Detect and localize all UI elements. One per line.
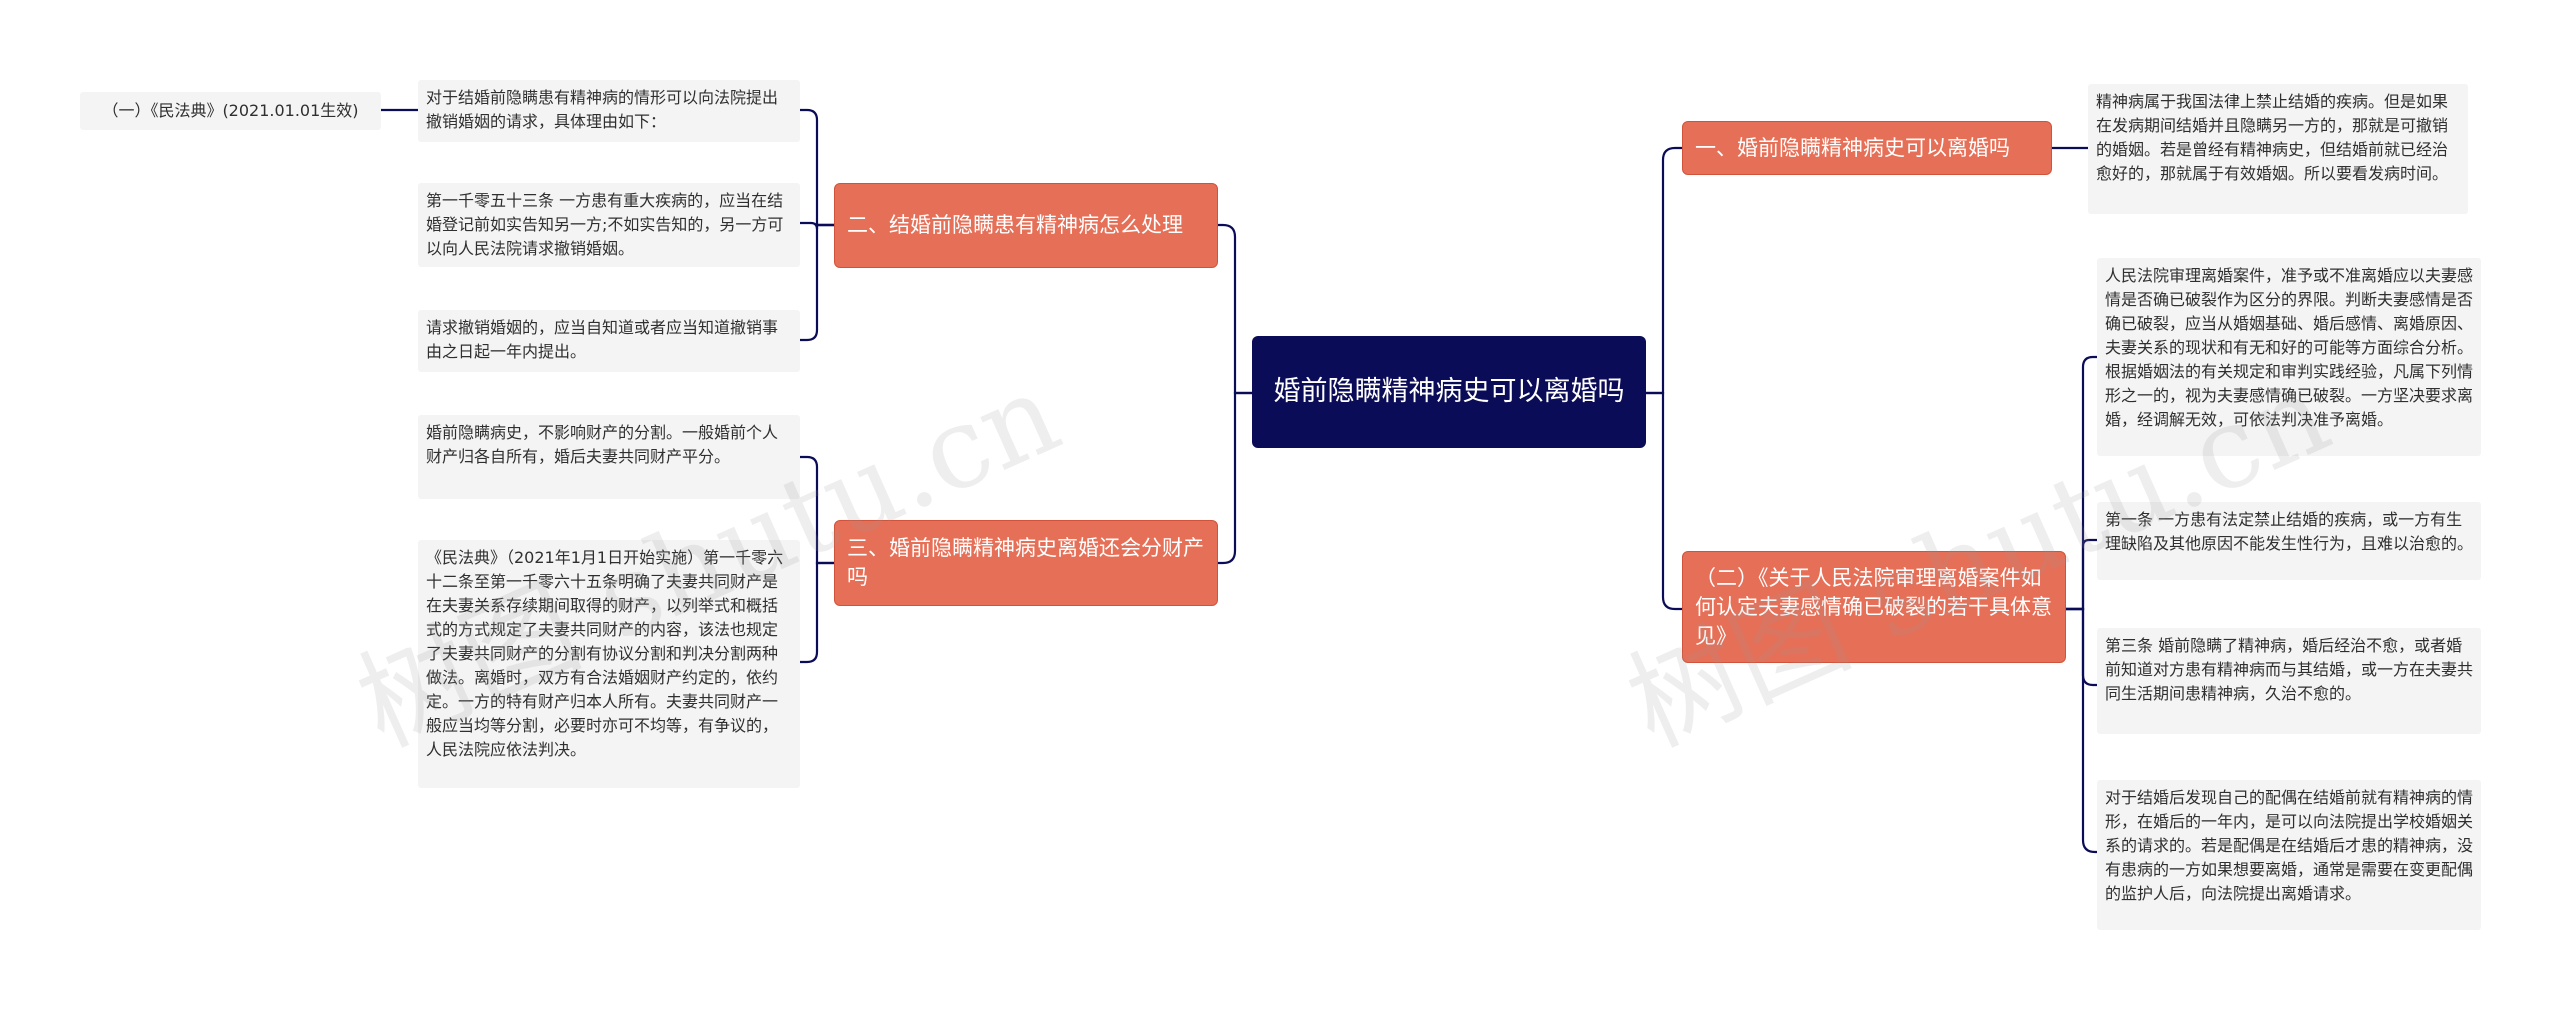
link-b4-leaf2: [800, 561, 834, 664]
leaf-b2-1-text: 人民法院审理离婚案件，准予或不准离婚应以夫妻感情是否确已破裂作为区分的界限。判断…: [2105, 266, 2474, 429]
leaf-b2-3-text: 第三条 婚前隐瞒了精神病，婚后经治不愈，或者婚前知道对方患有精神病而与其结婚，或…: [2105, 636, 2474, 703]
branch-2[interactable]: （二）《关于人民法院审理离婚案件如何认定夫妻感情确已破裂的若干具体意见》: [1682, 551, 2066, 663]
link-b3-leaf3: [800, 223, 834, 342]
leaf-b2-3[interactable]: 第三条 婚前隐瞒了精神病，婚后经治不愈，或者婚前知道对方患有精神病而与其结婚，或…: [2097, 628, 2481, 734]
leaf-b1-1-text: 精神病属于我国法律上禁止结婚的疾病。但是如果在发病期间结婚并且隐瞒另一方的，那就…: [2096, 92, 2449, 183]
leaf-b4-2-text: 《民法典》（2021年1月1日开始实施）第一千零六十二条至第一千零六十五条明确了…: [426, 548, 784, 759]
link-b3-leaf1: [800, 108, 834, 227]
root-topic[interactable]: 婚前隐瞒精神病史可以离婚吗: [1252, 336, 1646, 448]
leaf-b3-1-sub[interactable]: （一）《民法典》(2021.01.01生效): [80, 92, 381, 130]
leaf-b2-2[interactable]: 第一条 一方患有法定禁止结婚的疾病，或一方有生理缺陷及其他原因不能发生性行为，且…: [2097, 502, 2481, 580]
branch-4[interactable]: 三、婚前隐瞒精神病史离婚还会分财产吗: [834, 520, 1218, 606]
branch-1[interactable]: 一、婚前隐瞒精神病史可以离婚吗: [1682, 121, 2052, 175]
leaf-b2-2-text: 第一条 一方患有法定禁止结婚的疾病，或一方有生理缺陷及其他原因不能发生性行为，且…: [2105, 510, 2474, 553]
link-root-b2: [1646, 391, 1682, 611]
link-root-b1: [1646, 146, 1682, 395]
leaf-b4-1[interactable]: 婚前隐瞒病史，不影响财产的分割。一般婚前个人财产归各自所有，婚后夫妻共同财产平分…: [418, 415, 800, 499]
leaf-b4-2[interactable]: 《民法典》（2021年1月1日开始实施）第一千零六十二条至第一千零六十五条明确了…: [418, 540, 800, 788]
leaf-b3-3-text: 请求撤销婚姻的，应当自知道或者应当知道撤销事由之日起一年内提出。: [426, 318, 779, 361]
link-b2-leaf2: [2066, 538, 2097, 611]
leaf-b4-1-text: 婚前隐瞒病史，不影响财产的分割。一般婚前个人财产归各自所有，婚后夫妻共同财产平分…: [426, 423, 779, 466]
link-root-b4: [1218, 391, 1252, 565]
leaf-b3-1-sub-text: （一）《民法典》(2021.01.01生效): [102, 101, 359, 120]
branch-3-label: 二、结婚前隐瞒患有精神病怎么处理: [847, 213, 1183, 237]
leaf-b1-1[interactable]: 精神病属于我国法律上禁止结婚的疾病。但是如果在发病期间结婚并且隐瞒另一方的，那就…: [2088, 84, 2468, 214]
branch-2-label: （二）《关于人民法院审理离婚案件如何认定夫妻感情确已破裂的若干具体意见》: [1695, 565, 2052, 648]
leaf-b3-3[interactable]: 请求撤销婚姻的，应当自知道或者应当知道撤销事由之日起一年内提出。: [418, 310, 800, 372]
link-root-b3: [1218, 223, 1252, 395]
leaf-b3-2[interactable]: 第一千零五十三条 一方患有重大疾病的，应当在结婚登记前如实告知另一方;不如实告知…: [418, 183, 800, 267]
link-b2-leaf4: [2066, 607, 2097, 854]
leaf-b3-1[interactable]: 对于结婚前隐瞒患有精神病的情形可以向法院提出撤销婚姻的请求，具体理由如下：: [418, 80, 800, 142]
leaf-b2-1[interactable]: 人民法院审理离婚案件，准予或不准离婚应以夫妻感情是否确已破裂作为区分的界限。判断…: [2097, 258, 2481, 456]
branch-3[interactable]: 二、结婚前隐瞒患有精神病怎么处理: [834, 183, 1218, 268]
branch-4-label: 三、婚前隐瞒精神病史离婚还会分财产吗: [847, 536, 1204, 589]
link-b4-leaf1: [800, 455, 834, 565]
leaf-b3-2-text: 第一千零五十三条 一方患有重大疾病的，应当在结婚登记前如实告知另一方;不如实告知…: [426, 191, 784, 258]
leaf-b2-4-text: 对于结婚后发现自己的配偶在结婚前就有精神病的情形，在婚后的一年内，是可以向法院提…: [2105, 788, 2474, 903]
leaf-b2-4[interactable]: 对于结婚后发现自己的配偶在结婚前就有精神病的情形，在婚后的一年内，是可以向法院提…: [2097, 780, 2481, 930]
root-topic-label: 婚前隐瞒精神病史可以离婚吗: [1273, 376, 1625, 407]
link-b2-leaf3: [2066, 607, 2097, 687]
link-b2-leaf1: [2066, 355, 2097, 611]
leaf-b3-1-text: 对于结婚前隐瞒患有精神病的情形可以向法院提出撤销婚姻的请求，具体理由如下：: [426, 88, 779, 131]
branch-1-label: 一、婚前隐瞒精神病史可以离婚吗: [1695, 135, 2010, 160]
